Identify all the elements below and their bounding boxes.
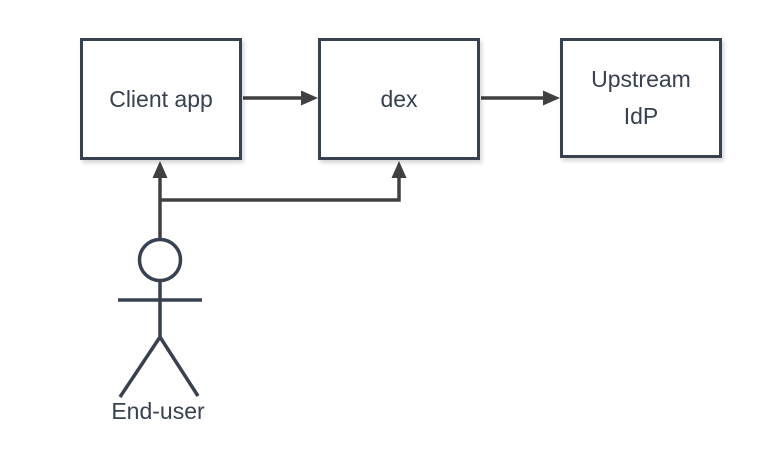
node-dex-label: dex xyxy=(380,85,418,112)
edge-client-app-to-dex xyxy=(243,90,318,106)
arrowhead-right-icon xyxy=(301,90,318,106)
arrowhead-right-icon xyxy=(543,90,560,106)
node-client-app-label: Client app xyxy=(109,85,213,112)
edge-end-user-to-client-app xyxy=(152,161,168,240)
node-upstream-idp: Upstream IdP xyxy=(560,38,722,158)
node-client-app: Client app xyxy=(80,38,242,160)
end-user-actor-icon xyxy=(118,237,202,398)
arrowhead-up-icon xyxy=(391,161,407,178)
arrowhead-up-icon xyxy=(152,161,168,178)
node-dex: dex xyxy=(318,38,480,160)
node-upstream-idp-label: Upstream IdP xyxy=(591,66,691,129)
edge-dex-to-upstream-idp xyxy=(481,90,560,106)
edge-end-user-to-dex xyxy=(160,161,407,202)
end-user-label: End-user xyxy=(111,398,205,424)
